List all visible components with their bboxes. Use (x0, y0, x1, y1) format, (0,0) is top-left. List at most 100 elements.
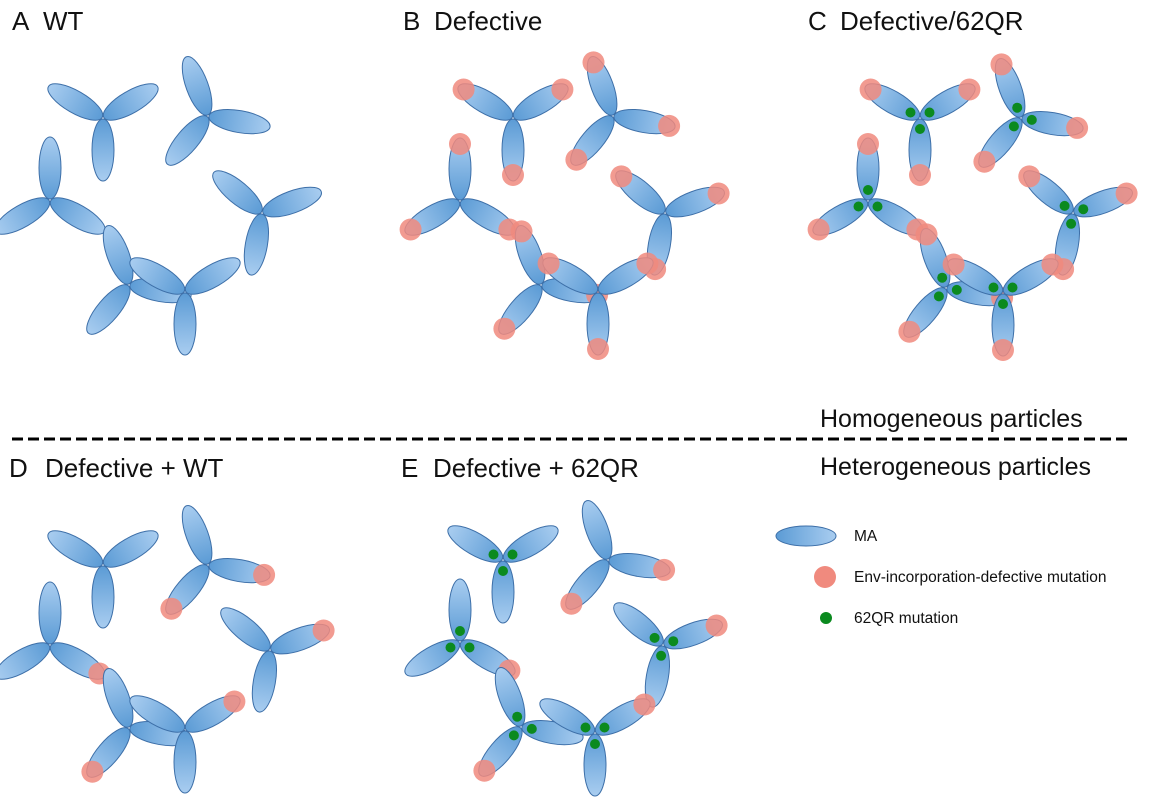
ma-monomer (262, 186, 322, 218)
legend-label-62qr: 62QR mutation (854, 610, 958, 627)
env-defect-mutation-dot (1041, 253, 1064, 276)
ma-trimer (973, 53, 1089, 173)
ma-monomer (212, 170, 263, 215)
ma-monomer (448, 578, 472, 642)
env-defect-mutation-dot (1115, 182, 1138, 205)
env-defect-mutation-dot (565, 148, 588, 171)
ma-trimer (160, 505, 276, 620)
lattice-panel-B (399, 51, 730, 360)
panel-label-C: Defective/62QR (840, 6, 1024, 36)
ma-trimer (399, 133, 521, 241)
62qr-mutation-dot (508, 730, 519, 741)
ma-monomer (91, 565, 115, 629)
ma-monomer (181, 505, 213, 565)
62qr-mutation-dot (498, 566, 508, 576)
env-defect-mutation-dot (452, 78, 475, 101)
62qr-mutation-dot (988, 282, 999, 293)
ma-monomer (243, 213, 269, 276)
ma-trimer (537, 252, 659, 360)
env-defect-mutation-dot (560, 592, 583, 615)
ma-monomer (251, 650, 277, 713)
env-defect-mutation-dot (915, 223, 938, 246)
env-defect-mutation-dot (705, 614, 728, 637)
panel-letter-B: B (403, 6, 420, 36)
62qr-mutation-dot (863, 185, 873, 195)
ma-monomer (184, 257, 241, 295)
env-defect-mutation-dot (537, 252, 560, 275)
ma-monomer (165, 115, 210, 166)
62qr-mutation-dot (580, 722, 591, 733)
lattice-panel-A (0, 56, 322, 356)
62qr-mutation-dot (464, 642, 475, 653)
env-defect-mutation-dot (633, 693, 656, 716)
env-defect-mutation-dot (223, 690, 246, 713)
ma-monomer (181, 56, 213, 116)
env-defect-mutation-dot (658, 114, 681, 137)
ma-trimer (613, 602, 728, 708)
lattice-panel-C (807, 53, 1138, 361)
legend-label-env-defect: Env-incorporation-defective mutation (854, 569, 1106, 586)
panel-letter-A: A (12, 6, 30, 36)
legend-item-env-defect: Env-incorporation-defective mutation (814, 566, 1106, 588)
62qr-mutation-dot (455, 626, 465, 636)
62qr-mutation-dot (924, 107, 935, 118)
62qr-mutation-dot (512, 711, 523, 722)
ma-monomer (86, 284, 131, 335)
env-defect-mutation-dot (909, 164, 931, 186)
ma-monomer (102, 83, 159, 121)
env-defect-mutation-dot (502, 164, 524, 186)
62qr-mutation-dot (937, 272, 948, 283)
ma-monomer (173, 730, 197, 794)
heterogeneous-particles-label: Heterogeneous particles (820, 453, 1091, 481)
env-defect-mutation-dot (958, 78, 981, 101)
62qr-mutation-dot (872, 201, 883, 212)
env-defect-mutation-dot (253, 563, 276, 586)
ma-trimer (447, 525, 559, 624)
ma-monomer (38, 581, 62, 645)
panel-letter-E: E (401, 453, 418, 483)
ma-trimer (212, 170, 322, 276)
env-defect-mutation-dot (1018, 165, 1041, 188)
ma-trimer (0, 581, 111, 685)
ma-monomer (581, 500, 613, 560)
ma-trimer (452, 78, 574, 186)
legend-label-ma: MA (854, 528, 878, 545)
ma-trimer (129, 257, 241, 356)
legend-item-62qr: 62QR mutation (820, 610, 958, 627)
62qr-mutation-dot (1066, 218, 1077, 229)
ma-monomer (47, 83, 104, 121)
62qr-mutation-dot (853, 201, 864, 212)
env-defect-mutation-dot (312, 619, 335, 642)
ma-trimer (859, 78, 981, 186)
panel-label-A: WT (43, 6, 84, 36)
ma-monomer (0, 197, 51, 235)
env-defect-mutation-dot (399, 218, 422, 241)
62qr-mutation-dot (951, 284, 962, 295)
ma-monomer (220, 607, 271, 652)
62qr-mutation-dot (1007, 282, 1018, 293)
env-defect-mutation-dot (1066, 116, 1089, 139)
env-defect-mutation-dot (992, 339, 1014, 361)
62qr-mutation-dot (656, 650, 667, 661)
ma-trimer (565, 51, 681, 171)
62qr-mutation-dot (1012, 102, 1023, 113)
ma-monomer (102, 225, 134, 285)
ma-trimer (220, 607, 335, 713)
panel-label-E: Defective + 62QR (433, 453, 639, 483)
env-defect-mutation-dot (859, 78, 882, 101)
62qr-mutation-dot (1026, 114, 1037, 125)
env-defect-mutation-dot (510, 220, 533, 243)
env-defect-mutation-dot (990, 53, 1013, 76)
ma-monomer (129, 695, 186, 733)
panel-letter-C: C (808, 6, 827, 36)
ma-monomer (208, 109, 271, 135)
env-defect-mutation-dot (493, 317, 516, 340)
env-defect-mutation-dot (942, 253, 965, 276)
ma-monomer (102, 668, 134, 728)
ma-monomer (404, 639, 461, 677)
ma-monomer (102, 530, 159, 568)
env-defect-mutation-dot (707, 182, 730, 205)
62qr-mutation-dot (933, 291, 944, 302)
ma-monomer (0, 642, 51, 680)
ma-trimer (807, 133, 929, 241)
